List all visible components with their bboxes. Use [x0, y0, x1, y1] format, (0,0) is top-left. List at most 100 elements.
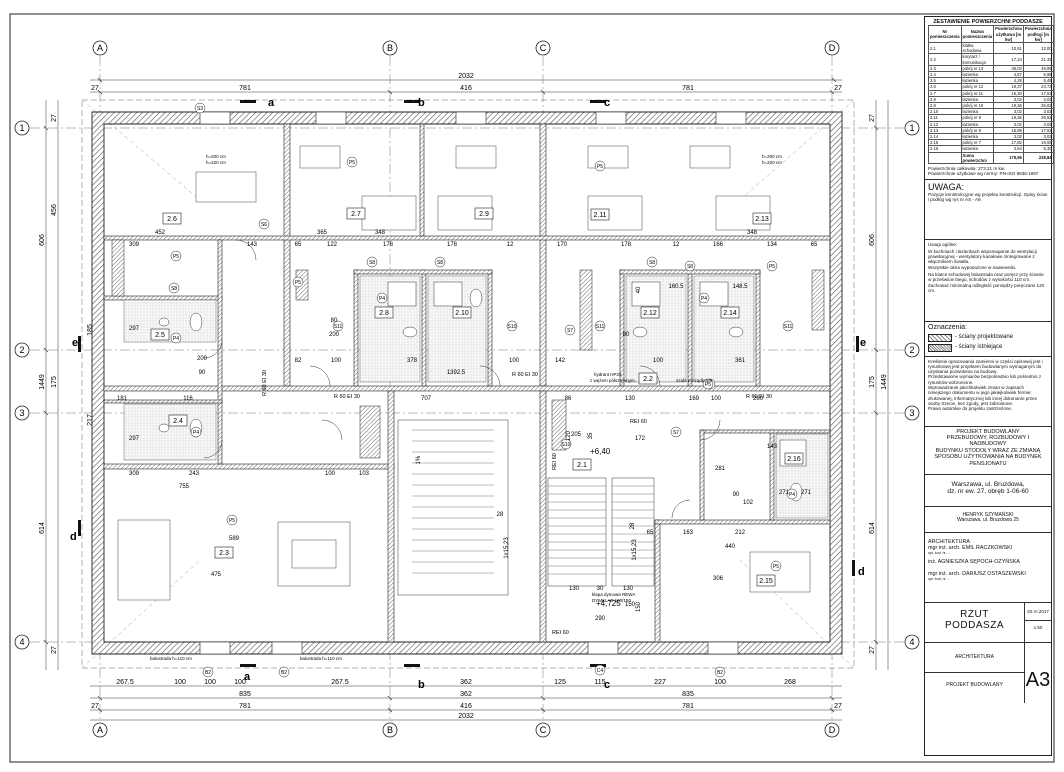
svg-text:P4: P4 [701, 296, 707, 302]
dimension-ticks [43, 77, 879, 713]
svg-text:S8: S8 [687, 264, 693, 270]
new-wall-swatch [928, 333, 952, 342]
roof-ridges [81, 99, 855, 669]
room-number-16: 2.16 [784, 452, 804, 465]
svg-text:S7: S7 [673, 430, 679, 436]
svg-text:S8: S8 [649, 260, 655, 266]
room-label: 2.13 [755, 216, 769, 223]
svg-text:REI 60: REI 60 [630, 419, 647, 425]
interior-dim: 205 [571, 432, 582, 438]
interior-dim: 178 [383, 242, 394, 248]
interior-dim: 452 [155, 230, 166, 236]
uwaga-section: UWAGA: Pozycje konstrukcyjne wg projektu… [925, 180, 1051, 240]
svg-text:z wężem półsztywnym: z wężem półsztywnym [590, 378, 635, 383]
room-label: 2.1 [577, 462, 587, 469]
dim-wall-right-top: 27 [834, 85, 842, 92]
svg-text:balustrada h=110 cm: balustrada h=110 cm [300, 656, 342, 661]
svg-text:d: d [70, 531, 77, 543]
interior-dim: 181 [117, 396, 128, 402]
svg-text:100: 100 [234, 679, 246, 686]
room-number-4: 2.4 [168, 414, 188, 427]
svg-text:835: 835 [682, 691, 694, 698]
interior-dim: 348 [747, 230, 758, 236]
grid-col-c-bottom: C [535, 722, 551, 738]
interior-dim: 361 [735, 358, 746, 364]
room-label: 2.2 [643, 376, 653, 383]
interior-dim: 1% [416, 455, 422, 464]
svg-text:P5: P5 [229, 518, 235, 524]
room-label: 2.8 [379, 310, 389, 317]
roof-outline [81, 99, 855, 669]
svg-text:b: b [418, 679, 425, 691]
interior-dim: 271 [779, 490, 790, 496]
svg-text:b: b [418, 97, 425, 109]
uwaga-text: Pozycje konstrukcyjne wg projektu konstr… [928, 191, 1048, 203]
svg-text:S8: S8 [437, 260, 443, 266]
svg-text:267.5: 267.5 [331, 679, 349, 686]
svg-text:hydrant HP25: hydrant HP25 [594, 372, 622, 377]
interior-dim: 28 [497, 512, 504, 518]
svg-text:P5: P5 [173, 254, 179, 260]
interior-dim: 281 [715, 466, 726, 472]
svg-text:416: 416 [460, 703, 472, 710]
doors [203, 239, 721, 519]
room-label: 2.11 [593, 212, 606, 219]
svg-text:175: 175 [51, 376, 58, 388]
sum-label: Suma powierzchni [962, 152, 987, 163]
interior-dim: 103 [359, 471, 370, 477]
svg-text:27: 27 [869, 646, 876, 654]
svg-text:a: a [268, 97, 275, 109]
svg-text:B2: B2 [717, 670, 723, 676]
svg-text:C: C [540, 43, 547, 53]
grid-col-b-top: B [382, 40, 398, 56]
svg-text:1449: 1449 [881, 374, 888, 390]
outer-walls [91, 111, 843, 655]
interior-dim: 102 [743, 500, 754, 506]
grid-row-3-left: 3 [14, 405, 30, 421]
room-number-14: 2.14 [720, 306, 740, 319]
grid-row-2-left: 2 [14, 342, 30, 358]
legend-new-walls: - ściany projektowane [928, 333, 1048, 342]
svg-text:P5: P5 [295, 280, 301, 286]
grid-col-d-top: D [824, 40, 840, 56]
room-number-6: 2.6 [162, 212, 182, 225]
svg-text:+4,725: +4,725 [596, 599, 621, 608]
interior-dim: 163 [683, 530, 694, 536]
interior-dim: 475 [211, 572, 222, 578]
table-2-3 [291, 539, 337, 569]
plan-notes: h=200 cm h=220 cm h=200 cm h=220 cm balu… [150, 154, 782, 661]
svg-text:835: 835 [239, 691, 251, 698]
bed-2-3 [117, 519, 171, 601]
interior-dim: 80 [623, 332, 630, 338]
svg-text:h=200 cm: h=200 cm [206, 154, 226, 159]
svg-text:+6,40: +6,40 [590, 447, 611, 456]
uwaga-title: UWAGA: [928, 181, 965, 192]
col-usable-area: Powierzchnia użytkowa [m kw] [993, 25, 1024, 43]
svg-text:e: e [72, 337, 78, 349]
col-name: Nazwa pomieszczenia [960, 25, 995, 43]
bed-2-7 [361, 195, 417, 231]
room-number-5: 2.5 [150, 328, 170, 341]
interior-dim: 100 [325, 471, 336, 477]
sanitary-fixtures [158, 281, 807, 502]
room-number-11: 2.11 [590, 208, 610, 221]
svg-text:S8: S8 [171, 286, 177, 292]
svg-text:S3: S3 [197, 106, 203, 112]
interior-dim: 290 [595, 616, 606, 622]
room-label: 2.4 [173, 418, 183, 425]
interior-dim: 100 [653, 358, 664, 364]
svg-text:P4: P4 [173, 336, 179, 342]
sheet-info: ARCHITEKTURA PROJEKT BUDOWLANY A3 [925, 642, 1051, 703]
svg-text:2: 2 [19, 345, 24, 355]
grid-col-a-top: A [92, 40, 108, 56]
room-number-13: 2.13 [752, 212, 772, 225]
interior-dim: 169 [689, 396, 700, 402]
svg-text:A: A [97, 43, 103, 53]
